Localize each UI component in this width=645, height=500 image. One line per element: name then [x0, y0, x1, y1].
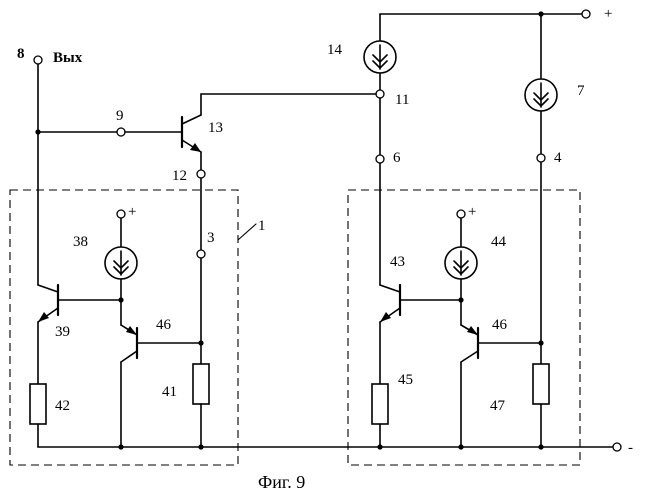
label-14: 14 [327, 42, 343, 58]
label-3: 3 [207, 230, 215, 246]
node-3 [197, 250, 205, 258]
label-out-text: Вых [53, 50, 83, 66]
label-7: 7 [577, 83, 585, 99]
junction-45-ground [377, 444, 382, 449]
current-source-44 [445, 247, 477, 279]
label-42: 42 [55, 398, 70, 414]
label-11: 11 [395, 92, 409, 108]
label-47: 47 [490, 398, 506, 414]
transistor-39 [38, 285, 121, 322]
label-44: 44 [491, 234, 507, 250]
label-4: 4 [554, 150, 562, 166]
label-46-left: 46 [156, 317, 172, 333]
label-39: 39 [55, 324, 70, 340]
label-1: 1 [258, 218, 266, 234]
label-9: 9 [116, 108, 124, 124]
label-46-right: 46 [492, 317, 508, 333]
transistor-43 [380, 285, 461, 322]
node-6 [376, 155, 384, 163]
resistor-47 [533, 364, 549, 404]
junction-47-ground [538, 444, 543, 449]
supply-44-terminal [457, 210, 465, 218]
label-45: 45 [398, 372, 413, 388]
resistor-41 [193, 364, 209, 404]
label-minus: - [628, 440, 633, 456]
supply-38-terminal [117, 210, 125, 218]
plus-terminal [582, 10, 590, 18]
current-source-38 [105, 247, 137, 279]
minus-terminal [613, 443, 621, 451]
node-4 [537, 154, 545, 162]
junction-46left-ground [118, 444, 123, 449]
label-38: 38 [73, 234, 88, 250]
node-9 [117, 128, 125, 136]
label-43: 43 [390, 254, 405, 270]
module-1-leader [238, 224, 256, 240]
current-source-7 [525, 79, 557, 111]
label-plus-44: + [468, 204, 476, 220]
label-plus-top: + [604, 6, 612, 22]
label-41: 41 [162, 384, 177, 400]
resistor-45 [372, 384, 388, 424]
output-terminal [34, 56, 42, 64]
node-11 [376, 90, 384, 98]
resistor-42 [30, 384, 46, 424]
junction-41-ground [198, 444, 203, 449]
label-13: 13 [208, 120, 223, 136]
label-out-node: 8 [17, 46, 25, 62]
wire-11-to-13 [201, 94, 376, 115]
junction-46right-ground [458, 444, 463, 449]
label-12: 12 [172, 168, 187, 184]
label-6: 6 [393, 150, 401, 166]
transistor-13 [182, 115, 201, 152]
node-12 [197, 170, 205, 178]
figure-caption: Фиг. 9 [258, 472, 305, 492]
label-plus-38: + [128, 204, 136, 220]
current-source-14 [364, 41, 396, 73]
